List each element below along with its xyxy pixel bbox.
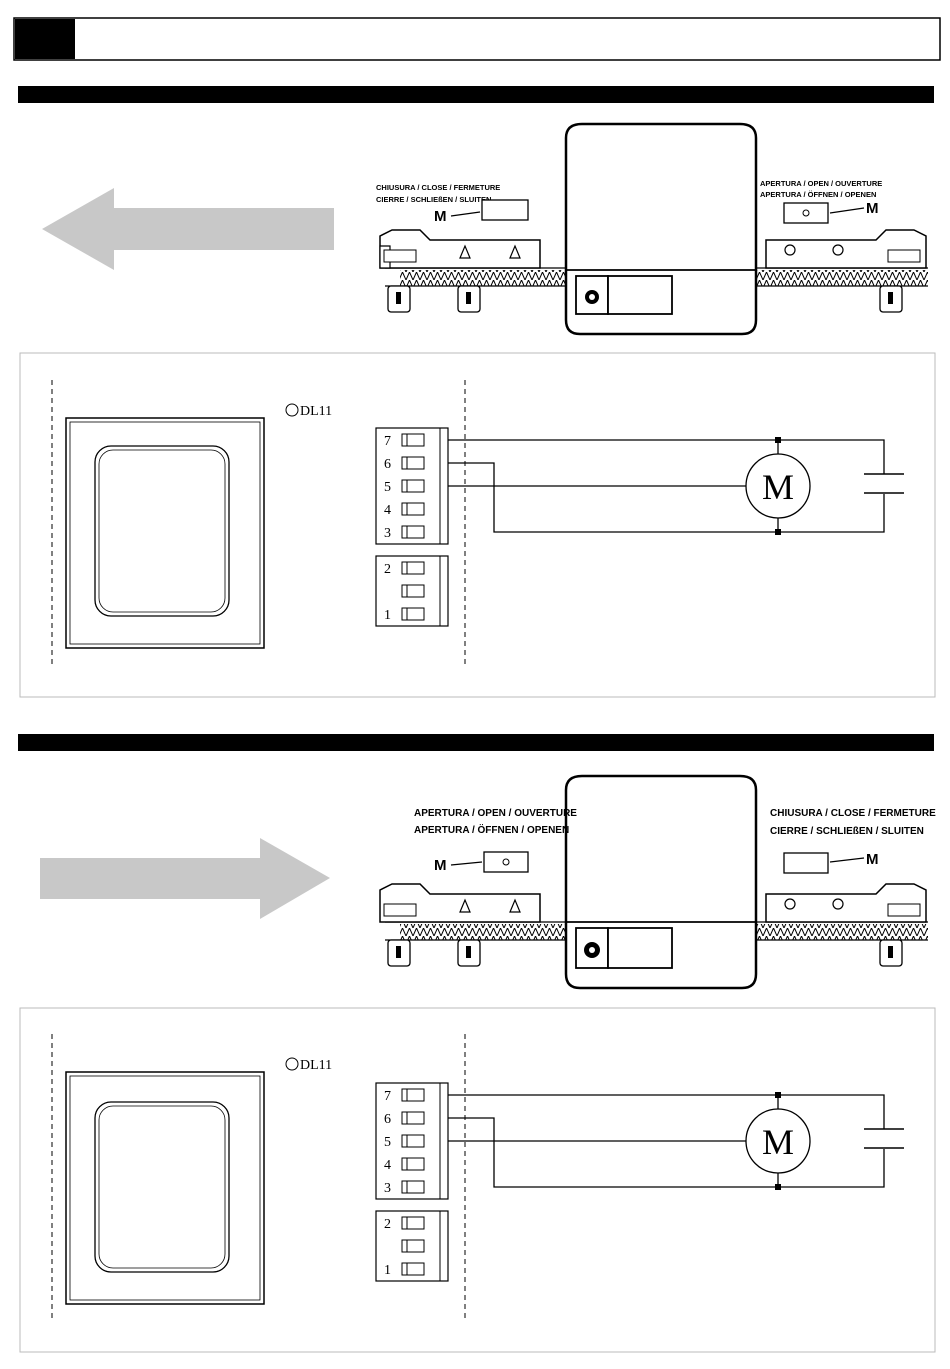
- header: [14, 18, 940, 60]
- limit-right-line2: APERTURA / ÖFFNEN / OPENEN: [760, 190, 876, 199]
- motor-icon: M: [746, 454, 810, 518]
- svg-text:7: 7: [384, 1089, 391, 1104]
- motor-housing: [566, 124, 756, 334]
- section-bar: [18, 86, 934, 103]
- magnet-block: [784, 853, 828, 873]
- section-right-install: APERTURA / OPEN / OUVERTURE APERTURA / Ö…: [18, 734, 936, 1352]
- limit-left-line2: CIERRE / SCHLIEßEN / SLUITEN: [376, 195, 491, 204]
- svg-text:2: 2: [384, 562, 391, 577]
- terminal-block-bottom: 2 1: [376, 556, 448, 626]
- limit-right-line2: CIERRE / SCHLIEßEN / SLUITEN: [770, 826, 924, 837]
- led-indicator-icon: [286, 404, 298, 416]
- wiring-panel: DL11 7 6 5 4: [20, 1008, 935, 1352]
- terminal-block-top: 7 6 5 4 3: [376, 428, 448, 544]
- svg-text:1: 1: [384, 608, 391, 623]
- direction-arrow-left: [42, 188, 334, 270]
- control-board: [66, 418, 264, 648]
- svg-text:5: 5: [384, 1135, 391, 1150]
- led-indicator-icon: [286, 1058, 298, 1070]
- terminal-block-top: 7 6 5 4 3: [376, 1083, 448, 1199]
- svg-text:3: 3: [384, 526, 391, 541]
- led-label: DL11: [300, 1058, 332, 1073]
- terminal-blank: [402, 585, 424, 597]
- motor-label: M: [762, 1122, 794, 1162]
- led-label: DL11: [300, 404, 332, 419]
- header-block: [15, 19, 75, 59]
- svg-text:4: 4: [384, 1158, 391, 1173]
- section-bar: [18, 734, 934, 751]
- magnet-label: M: [866, 851, 879, 868]
- limit-label-left: CHIUSURA / CLOSE / FERMETURE CIERRE / SC…: [376, 183, 528, 225]
- section-left-install: CHIUSURA / CLOSE / FERMETURE CIERRE / SC…: [18, 86, 935, 697]
- limit-right-line1: CHIUSURA / CLOSE / FERMETURE: [770, 808, 936, 819]
- svg-text:3: 3: [384, 1181, 391, 1196]
- terminal-block-bottom: 2 1: [376, 1211, 448, 1281]
- svg-text:6: 6: [384, 457, 391, 472]
- svg-text:7: 7: [384, 434, 391, 449]
- svg-text:5: 5: [384, 480, 391, 495]
- gate-motor-drawing: [380, 124, 928, 334]
- svg-text:2: 2: [384, 1217, 391, 1232]
- magnet-block: [482, 200, 528, 220]
- direction-arrow-right: [40, 838, 330, 919]
- limit-left-line2: APERTURA / ÖFFNEN / OPENEN: [414, 823, 569, 836]
- wiring-panel: DL11 7 6 5 4: [20, 353, 935, 697]
- motor-housing: [566, 776, 756, 988]
- magnet-label: M: [866, 200, 879, 217]
- terminal-blank: [402, 1240, 424, 1252]
- limit-right-line1: APERTURA / OPEN / OUVERTURE: [760, 179, 882, 188]
- control-board: [66, 1072, 264, 1304]
- motor-label: M: [762, 467, 794, 507]
- limit-left-line1: CHIUSURA / CLOSE / FERMETURE: [376, 183, 500, 192]
- magnet-label: M: [434, 208, 447, 225]
- limit-label-right: APERTURA / OPEN / OUVERTURE APERTURA / Ö…: [760, 179, 882, 223]
- limit-label-right: CHIUSURA / CLOSE / FERMETURE CIERRE / SC…: [770, 808, 936, 873]
- svg-text:6: 6: [384, 1112, 391, 1127]
- magnet-label: M: [434, 857, 447, 874]
- limit-left-line1: APERTURA / OPEN / OUVERTURE: [414, 808, 577, 819]
- motor-icon: M: [746, 1109, 810, 1173]
- svg-text:1: 1: [384, 1263, 391, 1278]
- limit-label-left: APERTURA / OPEN / OUVERTURE APERTURA / Ö…: [414, 808, 577, 874]
- svg-text:4: 4: [384, 503, 391, 518]
